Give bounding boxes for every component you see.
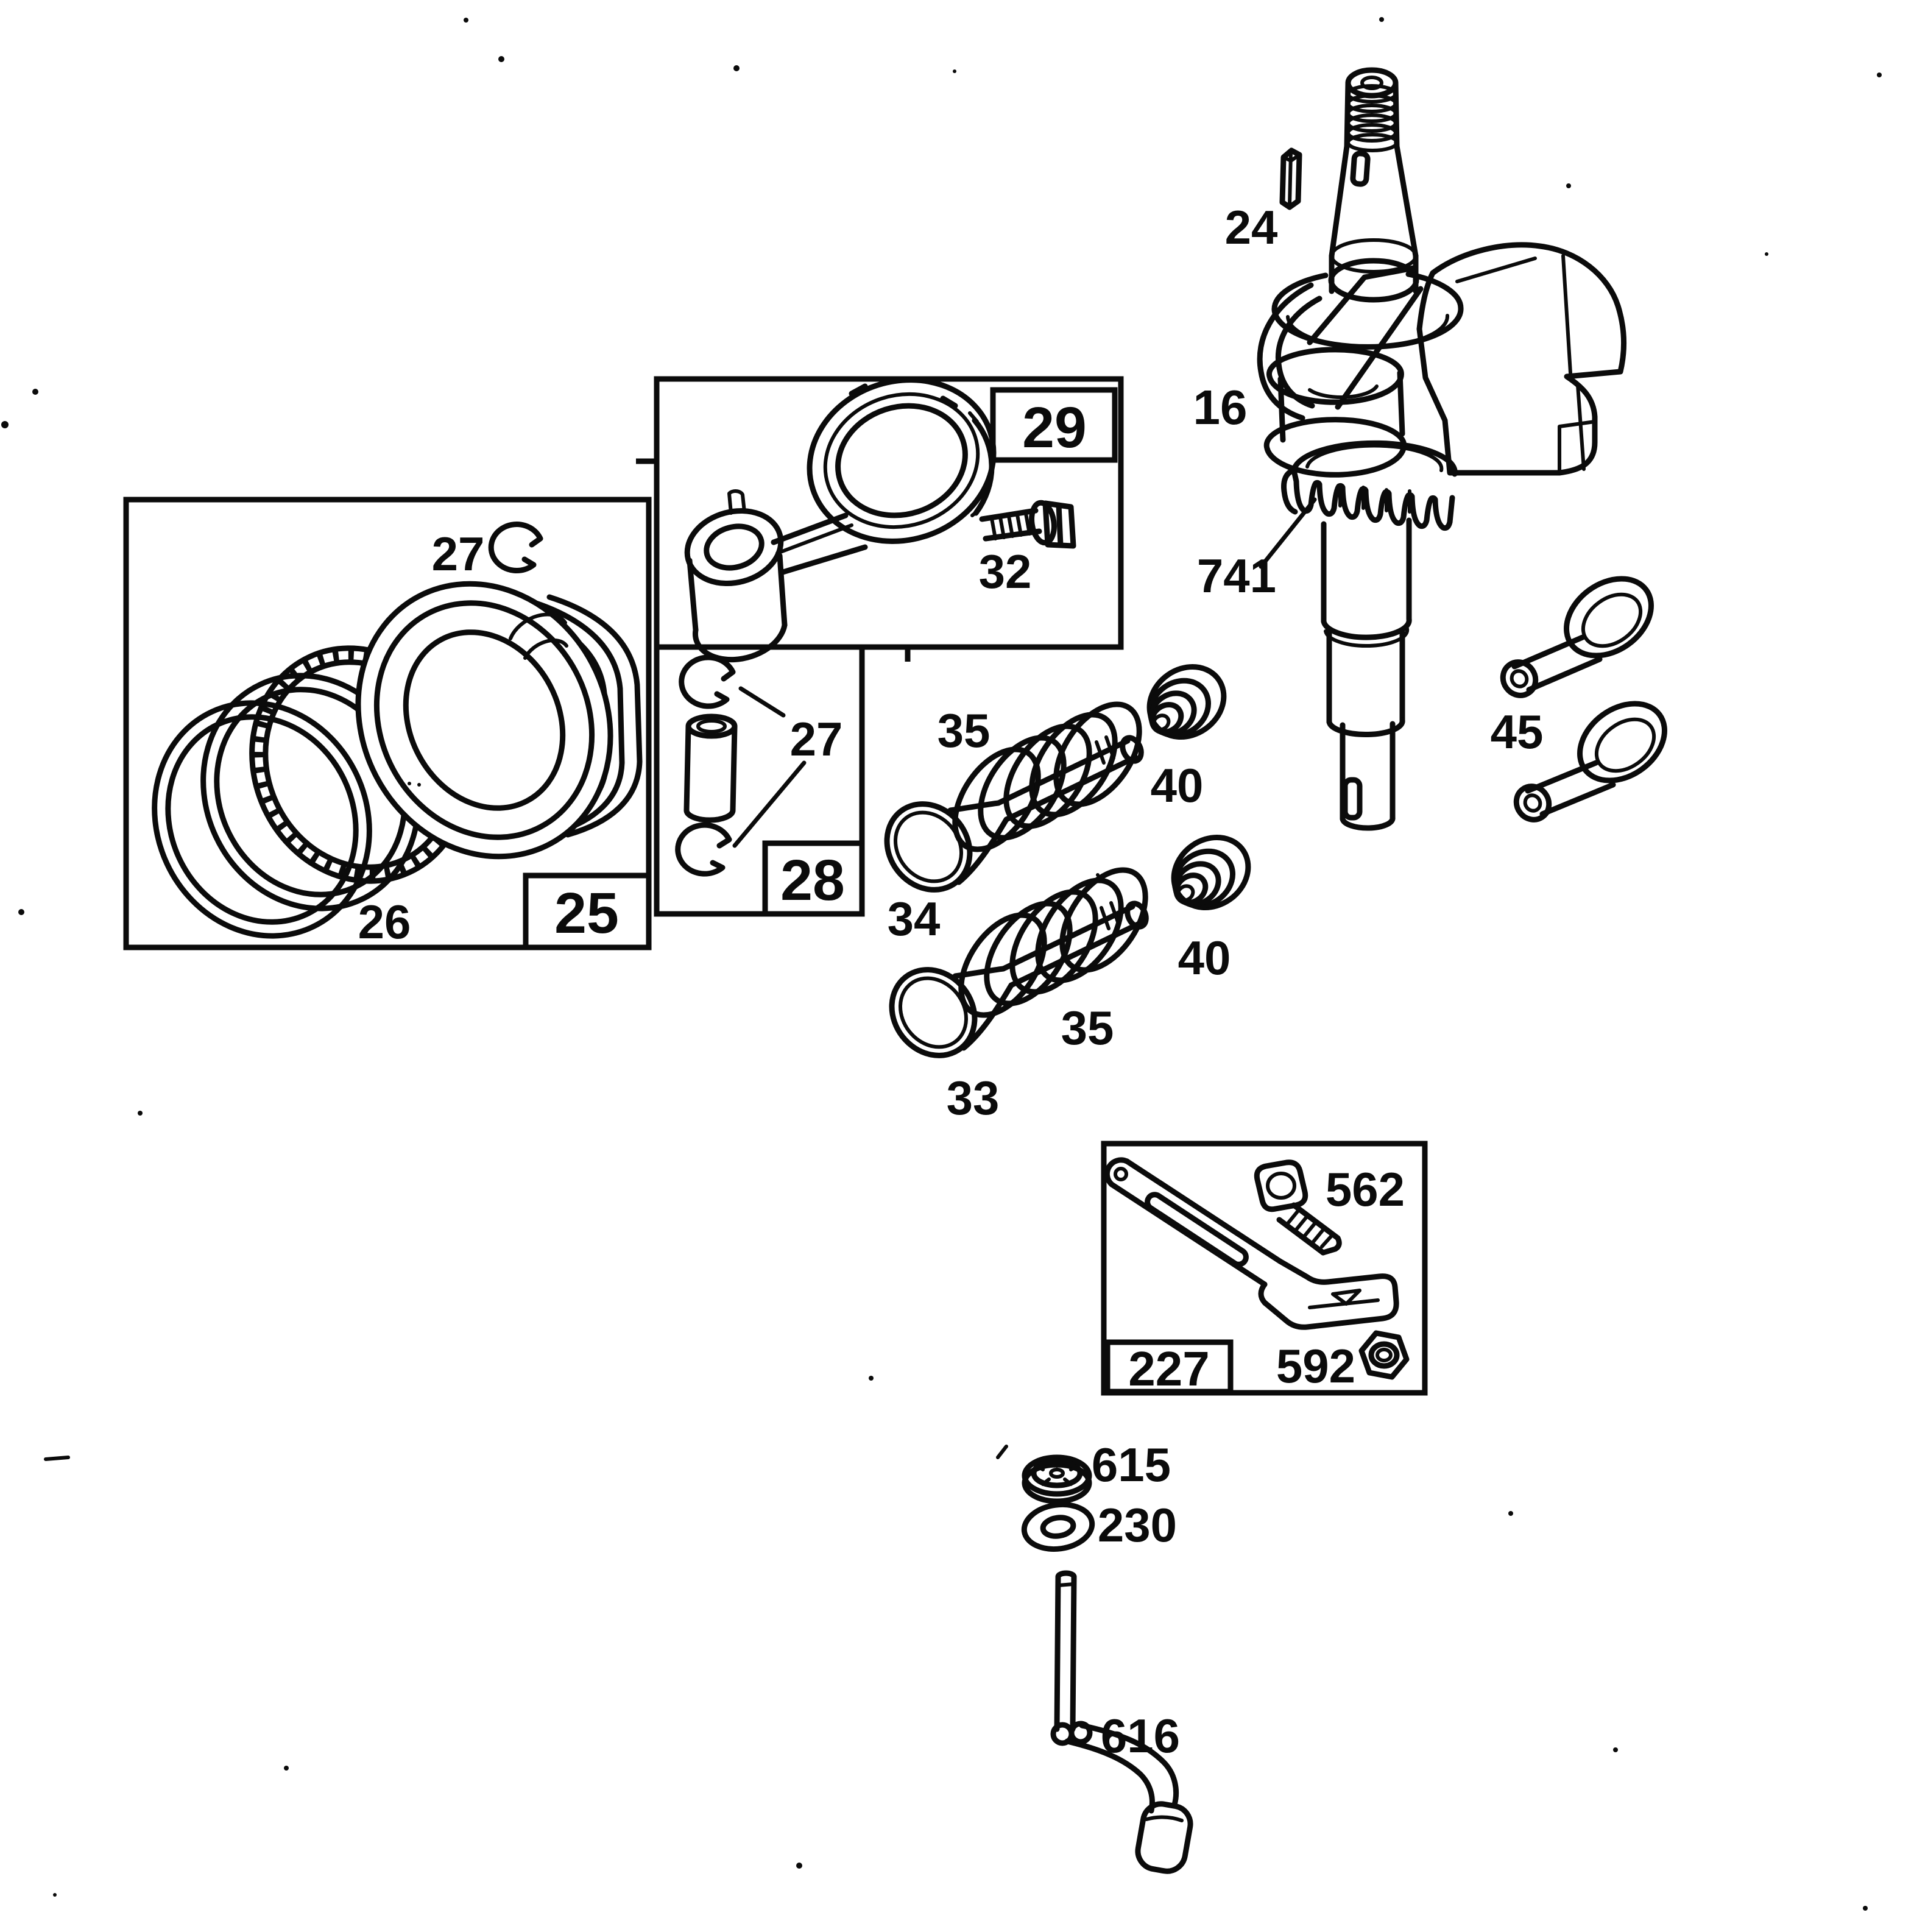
tappet-upper bbox=[1500, 576, 1654, 698]
label-tappets: 45 bbox=[1491, 705, 1544, 759]
leader-27-bottom bbox=[732, 760, 807, 848]
label-boxes bbox=[523, 387, 1234, 1395]
crank-handle bbox=[1050, 1570, 1193, 1874]
label-timing-gear: 741 bbox=[1197, 549, 1276, 603]
bracket-nut bbox=[1358, 1330, 1410, 1380]
label-box25-number: 25 bbox=[554, 881, 619, 946]
label-spring-upper: 35 bbox=[938, 704, 991, 757]
leader-741 bbox=[1259, 497, 1317, 569]
label-retainer-lower: 40 bbox=[1178, 931, 1231, 985]
label-rings: 26 bbox=[358, 895, 411, 949]
label-retainer-upper: 40 bbox=[1151, 759, 1204, 812]
label-box-25 bbox=[523, 872, 652, 950]
piston bbox=[355, 581, 643, 860]
label-box29-number: 29 bbox=[1022, 395, 1087, 460]
valve-spring-lower bbox=[958, 867, 1148, 1018]
label-box-28 bbox=[762, 840, 865, 917]
label-valve-intake: 34 bbox=[888, 892, 941, 946]
piston-pin bbox=[683, 713, 738, 823]
crankshaft-key bbox=[1279, 147, 1302, 210]
label-seal-cap: 615 bbox=[1092, 1438, 1171, 1491]
scan-speckles bbox=[1, 17, 1882, 1911]
bracket-bolt bbox=[1254, 1159, 1342, 1256]
clip-top bbox=[679, 654, 736, 709]
label-clip-pin: 27 bbox=[790, 712, 843, 766]
seal-cap bbox=[1022, 1454, 1092, 1504]
label-key: 24 bbox=[1225, 200, 1278, 254]
label-rod-bolt: 32 bbox=[979, 545, 1032, 598]
label-bracket-nut: 592 bbox=[1276, 1339, 1355, 1393]
crank-grip bbox=[1135, 1801, 1193, 1874]
group-box-piston-kit bbox=[123, 497, 652, 950]
tappet-lower bbox=[1513, 701, 1667, 823]
crankshaft bbox=[1257, 67, 1627, 831]
keyway-slot-top bbox=[1350, 150, 1371, 187]
spring-retainer-upper bbox=[1146, 664, 1227, 740]
group-box-piston-pin bbox=[654, 644, 865, 917]
part-labels: 24 16 741 45 32 27 26 27 35 40 34 40 35 … bbox=[358, 200, 1544, 1763]
group-box-control-bracket bbox=[1101, 1141, 1428, 1396]
valve-spring-upper bbox=[952, 701, 1142, 852]
label-bracket-bolt: 562 bbox=[1326, 1162, 1405, 1216]
label-box-227 bbox=[1104, 1339, 1234, 1395]
label-crank-handle: 616 bbox=[1101, 1709, 1180, 1763]
label-spring-lower: 35 bbox=[1061, 1001, 1114, 1055]
gear-rim bbox=[1291, 440, 1458, 477]
clip-bottom bbox=[675, 822, 732, 877]
bracket-slot bbox=[1145, 1192, 1249, 1267]
label-washer: 230 bbox=[1098, 1498, 1177, 1552]
washer bbox=[1021, 1502, 1095, 1552]
label-clip-piston: 27 bbox=[432, 527, 485, 581]
label-box28-number: 28 bbox=[780, 848, 845, 913]
gear-teeth bbox=[1291, 467, 1455, 531]
control-bracket bbox=[1104, 1157, 1399, 1330]
group-box-connecting-rod bbox=[654, 376, 1124, 650]
piston-pin-and-clips bbox=[675, 654, 807, 877]
rod-bolt bbox=[979, 500, 1076, 549]
group-boxes bbox=[123, 376, 1428, 1396]
label-box227-number: 227 bbox=[1128, 1342, 1209, 1396]
leader-27-top bbox=[738, 686, 786, 718]
boxed-part-labels: 29 25 28 227 bbox=[554, 395, 1210, 1396]
piston-pin-clip-upper bbox=[488, 522, 543, 574]
connecting-rod bbox=[684, 377, 997, 663]
spring-retainer-lower bbox=[1171, 835, 1251, 910]
label-crankshaft: 16 bbox=[1193, 380, 1248, 434]
label-box-29 bbox=[990, 387, 1118, 463]
label-valve-exhaust: 33 bbox=[947, 1071, 1000, 1125]
keyway-slot-bottom bbox=[1342, 777, 1363, 821]
